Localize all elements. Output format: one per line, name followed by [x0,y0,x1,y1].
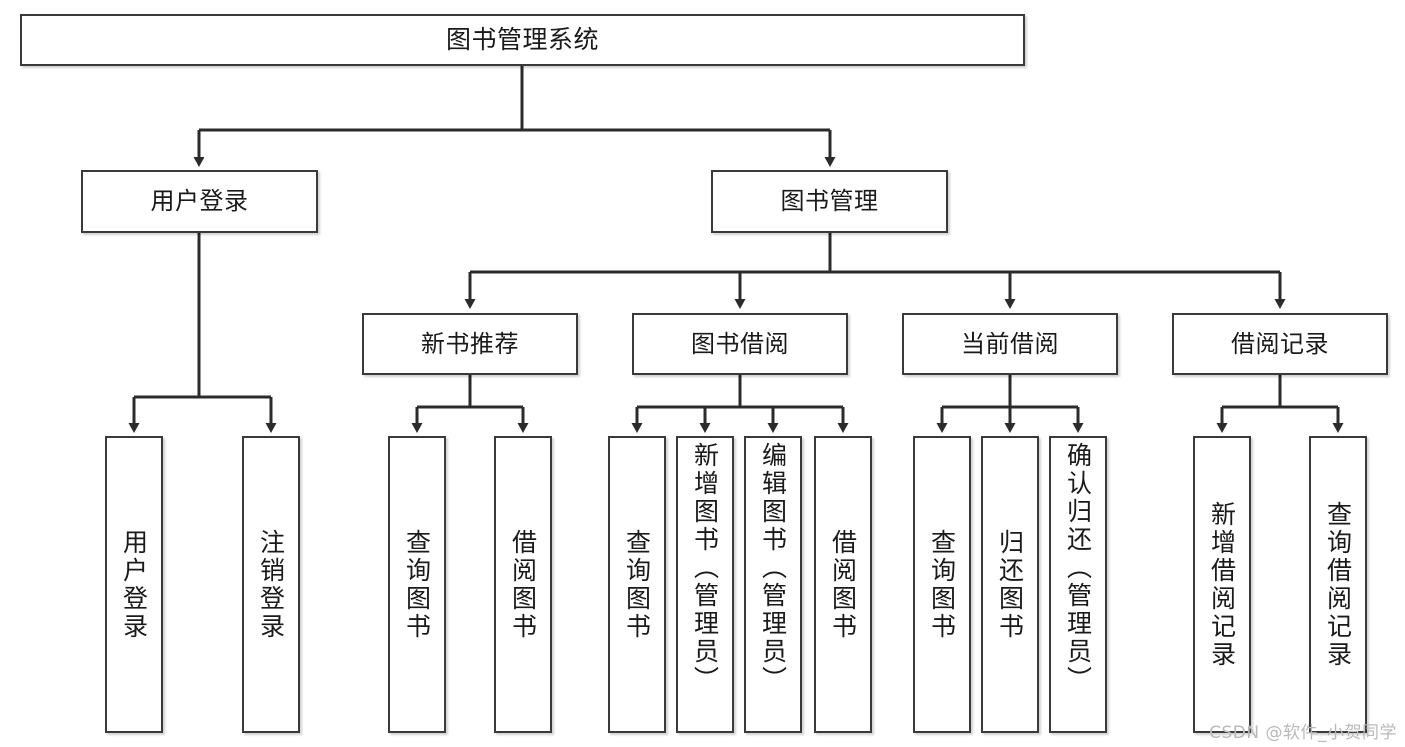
csdn-watermark: CSDN @软件_小贺同学 [1209,723,1397,743]
node-current-borrow[interactable]: 当前借阅 [902,313,1118,375]
node-root-system[interactable]: 图书管理系统 [20,14,1025,66]
node-label: 编辑图书（管理员） [758,442,788,694]
node-label: 借阅记录 [1231,329,1329,358]
node-user-login[interactable]: 用户登录 [81,170,318,233]
node-leaf-return-book[interactable]: 归还图书 [981,436,1039,733]
node-leaf-confirm-return[interactable]: 确认归还（管理员） [1049,436,1107,733]
node-leaf-add-record[interactable]: 新增借阅记录 [1193,436,1251,733]
node-label: 借阅图书 [508,528,538,641]
node-label: 查询图书 [622,528,652,641]
node-leaf-query-book-1[interactable]: 查询图书 [388,436,446,733]
node-label: 确认归还（管理员） [1063,442,1093,694]
node-label: 用户登录 [119,528,149,641]
node-leaf-edit-book[interactable]: 编辑图书（管理员） [744,436,802,733]
node-leaf-query-record[interactable]: 查询借阅记录 [1309,436,1367,733]
node-label: 归还图书 [995,528,1025,641]
node-label: 注销登录 [256,528,286,641]
node-book-manage[interactable]: 图书管理 [711,170,948,233]
node-label: 查询图书 [927,528,957,641]
node-label: 图书借阅 [691,329,789,358]
node-label: 新增借阅记录 [1207,500,1237,669]
node-leaf-borrow-book-1[interactable]: 借阅图书 [494,436,552,733]
node-label: 查询借阅记录 [1323,500,1353,669]
node-label: 查询图书 [402,528,432,641]
node-leaf-add-book[interactable]: 新增图书（管理员） [676,436,734,733]
node-leaf-query-book-2[interactable]: 查询图书 [608,436,666,733]
node-leaf-borrow-book-2[interactable]: 借阅图书 [814,436,872,733]
node-label: 图书管理 [780,187,879,216]
node-label: 新增图书（管理员） [690,442,720,694]
node-leaf-logout[interactable]: 注销登录 [242,436,300,733]
node-label: 图书管理系统 [445,25,599,55]
node-book-borrow[interactable]: 图书借阅 [632,313,848,375]
node-label: 当前借阅 [961,329,1059,358]
node-label: 借阅图书 [828,528,858,641]
node-label: 新书推荐 [421,329,519,358]
node-new-book-rec[interactable]: 新书推荐 [362,313,578,375]
node-label: 用户登录 [150,187,249,216]
node-leaf-query-book-3[interactable]: 查询图书 [913,436,971,733]
node-leaf-user-login[interactable]: 用户登录 [105,436,163,733]
node-borrow-record[interactable]: 借阅记录 [1172,313,1388,375]
